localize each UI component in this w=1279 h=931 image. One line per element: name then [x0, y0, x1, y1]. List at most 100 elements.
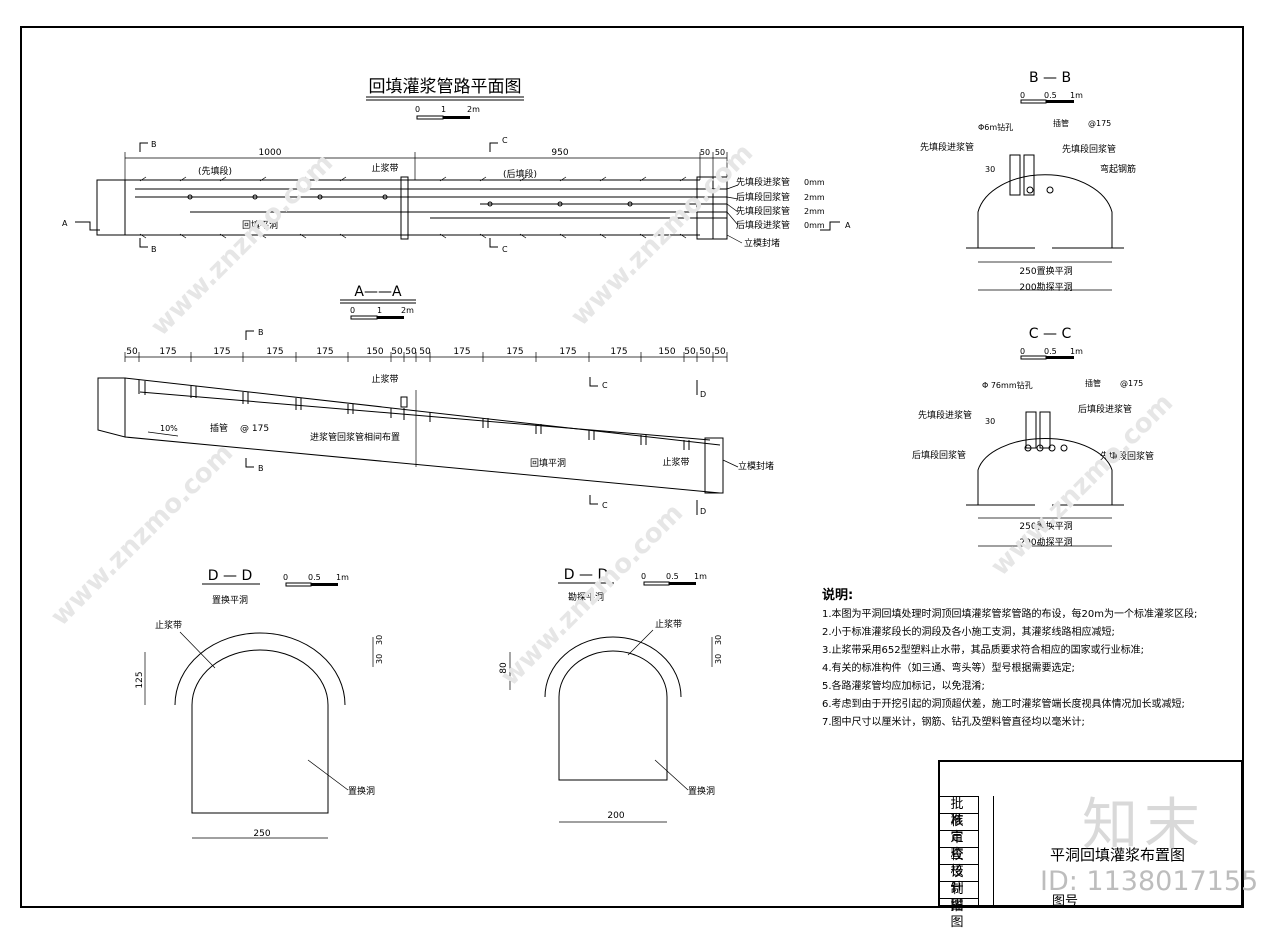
- plan-stop-band: 止浆带: [371, 162, 398, 174]
- section-aa: A——A 0 1 2m 50 175 175 175 175 150 50 50…: [97, 284, 774, 516]
- title-block-signature-column: [978, 796, 994, 907]
- svg-text:D — D: D — D: [208, 568, 252, 584]
- svg-text:2m: 2m: [401, 306, 414, 315]
- svg-text:先填段进浆管: 先填段进浆管: [918, 409, 972, 421]
- svg-text:30: 30: [985, 417, 995, 426]
- section-dd-exploration: D — D 勘探平洞 0 0.5 1m 止浆带 80 30 30 200 置换洞: [499, 567, 723, 823]
- svg-text:125: 125: [135, 671, 145, 688]
- bb-arch: [977, 174, 1113, 248]
- section-dd-replacement: D — D 置换平洞 0 0.5 1m 止浆带 125 30 30 250 置换…: [135, 568, 384, 839]
- section-cc: C — C 0 0.5 1m Φ 76mm钻孔 插管 @175 先填段进浆管 后…: [912, 326, 1154, 548]
- svg-text:50: 50: [699, 347, 711, 357]
- svg-text:150: 150: [658, 347, 675, 357]
- svg-text:@175: @175: [1120, 379, 1143, 388]
- svg-text:250置换平洞: 250置换平洞: [1019, 520, 1072, 532]
- svg-text:插管: 插管: [1085, 378, 1101, 388]
- aa-rock-end: [97, 377, 126, 438]
- role-draw: 制 图: [940, 881, 978, 913]
- svg-text:B: B: [151, 245, 157, 254]
- notes-panel: 说明: 1.本图为平洞回填处理时洞顶回填灌浆管浆管路的布设，每20m为一个标准灌…: [822, 586, 1262, 732]
- svg-text:30: 30: [714, 635, 723, 645]
- svg-text:80: 80: [499, 662, 509, 674]
- svg-text:200勘探平洞: 200勘探平洞: [1019, 536, 1072, 548]
- plan-title: 回填灌浆管路平面图: [369, 77, 522, 97]
- role-trace: 描 图: [940, 898, 978, 930]
- svg-text:止浆带: 止浆带: [655, 618, 682, 630]
- svg-text:立模封堵: 立模封堵: [738, 460, 774, 472]
- svg-text:后填段进浆管: 后填段进浆管: [1078, 403, 1132, 415]
- drawing-title: 平洞回填灌浆布置图: [1050, 846, 1186, 864]
- svg-text:1: 1: [377, 306, 382, 315]
- plan-formwork-label: 立模封堵: [744, 237, 780, 249]
- svg-text:0: 0: [1020, 91, 1025, 100]
- plan-section-first: (先填段): [198, 165, 232, 177]
- cc-arch: [977, 437, 1113, 505]
- plan-stop-band-block: [400, 176, 409, 240]
- svg-text:止浆带: 止浆带: [155, 619, 182, 631]
- svg-text:C: C: [602, 501, 608, 510]
- svg-text:0: 0: [1020, 347, 1025, 356]
- svg-text:0mm: 0mm: [804, 221, 825, 230]
- svg-text:50: 50: [700, 148, 710, 157]
- svg-text:止浆带: 止浆带: [662, 456, 689, 468]
- plan-pipe-label-2: 后填段回浆管: [736, 191, 790, 203]
- aa-insert-pipes: [138, 380, 690, 450]
- drawing-frame: [20, 26, 1244, 908]
- svg-text:进浆管回浆管相间布置: 进浆管回浆管相间布置: [310, 431, 400, 443]
- svg-text:后填段回浆管: 后填段回浆管: [912, 449, 966, 461]
- svg-text:200: 200: [607, 811, 624, 821]
- svg-text:200勘探平洞: 200勘探平洞: [1019, 281, 1072, 293]
- svg-text:175: 175: [213, 347, 230, 357]
- svg-text:0: 0: [641, 572, 646, 581]
- note-item: 6.考虑到由于开挖引起的洞顶超伏差，施工时灌浆管端长度视具体情况加长或减短;: [822, 699, 1185, 710]
- svg-text:C: C: [602, 381, 608, 390]
- svg-text:175: 175: [266, 347, 283, 357]
- role-approve: 批 准: [940, 796, 978, 828]
- role-check: 校 核: [940, 847, 978, 879]
- svg-text:0.5: 0.5: [1044, 347, 1057, 356]
- svg-text:0: 0: [350, 306, 355, 315]
- note-item: 5.各路灌浆管均应加标记，以免混淆;: [822, 681, 985, 692]
- svg-text:D — D: D — D: [564, 567, 608, 583]
- note-item: 1.本图为平洞回填处理时洞顶回填灌浆管浆管路的布设，每20m为一个标准灌浆区段;: [822, 609, 1198, 620]
- svg-text:50: 50: [405, 347, 417, 357]
- svg-text:勘探平洞: 勘探平洞: [568, 591, 604, 603]
- notes-heading: 说明:: [822, 588, 854, 603]
- svg-text:置换洞: 置换洞: [688, 785, 715, 797]
- svg-text:A: A: [62, 219, 68, 228]
- svg-text:A: A: [845, 221, 851, 230]
- svg-text:先填段回浆管: 先填段回浆管: [1100, 450, 1154, 462]
- svg-text:插管: 插管: [1053, 118, 1069, 128]
- svg-text:0.5: 0.5: [1044, 91, 1057, 100]
- svg-text:175: 175: [559, 347, 576, 357]
- svg-text:2mm: 2mm: [804, 193, 825, 202]
- svg-text:先填段进浆管: 先填段进浆管: [920, 141, 974, 153]
- plan-scale-bar: 0 1 2m: [415, 105, 480, 120]
- svg-text:C: C: [502, 136, 508, 145]
- title-block: 批 准 核 定 审 查 校 核 设 计 制 图 描 图 平洞回填灌浆布置图 图号: [938, 760, 1243, 930]
- plan-pipe-label-1: 先填段进浆管: [736, 176, 790, 188]
- svg-text:30: 30: [714, 654, 723, 664]
- svg-text:0.5: 0.5: [308, 573, 321, 582]
- svg-text:30: 30: [985, 165, 995, 174]
- svg-text:先填段回浆管: 先填段回浆管: [1062, 143, 1116, 155]
- svg-text:弯起钢筋: 弯起钢筋: [1100, 163, 1136, 175]
- cc-title: C — C: [1029, 326, 1072, 342]
- svg-text:50: 50: [684, 347, 696, 357]
- svg-text:175: 175: [316, 347, 333, 357]
- svg-text:175: 175: [610, 347, 627, 357]
- role-design: 设 计: [940, 864, 978, 896]
- svg-text:0: 0: [283, 573, 288, 582]
- id-watermark: ID: 1138017155: [1040, 866, 1259, 897]
- svg-text:0: 0: [415, 105, 420, 114]
- svg-text:250置换平洞: 250置换平洞: [1019, 265, 1072, 277]
- svg-text:0.5: 0.5: [666, 572, 679, 581]
- bb-title: B — B: [1029, 70, 1071, 86]
- svg-text:D: D: [700, 507, 706, 516]
- role-verify: 核 定: [940, 813, 978, 845]
- svg-text:50: 50: [715, 148, 725, 157]
- svg-text:回填平洞: 回填平洞: [530, 457, 566, 469]
- plan-dim-1000: 1000: [259, 148, 282, 158]
- svg-text:Φ 76mm钻孔: Φ 76mm钻孔: [982, 380, 1033, 390]
- svg-text:175: 175: [506, 347, 523, 357]
